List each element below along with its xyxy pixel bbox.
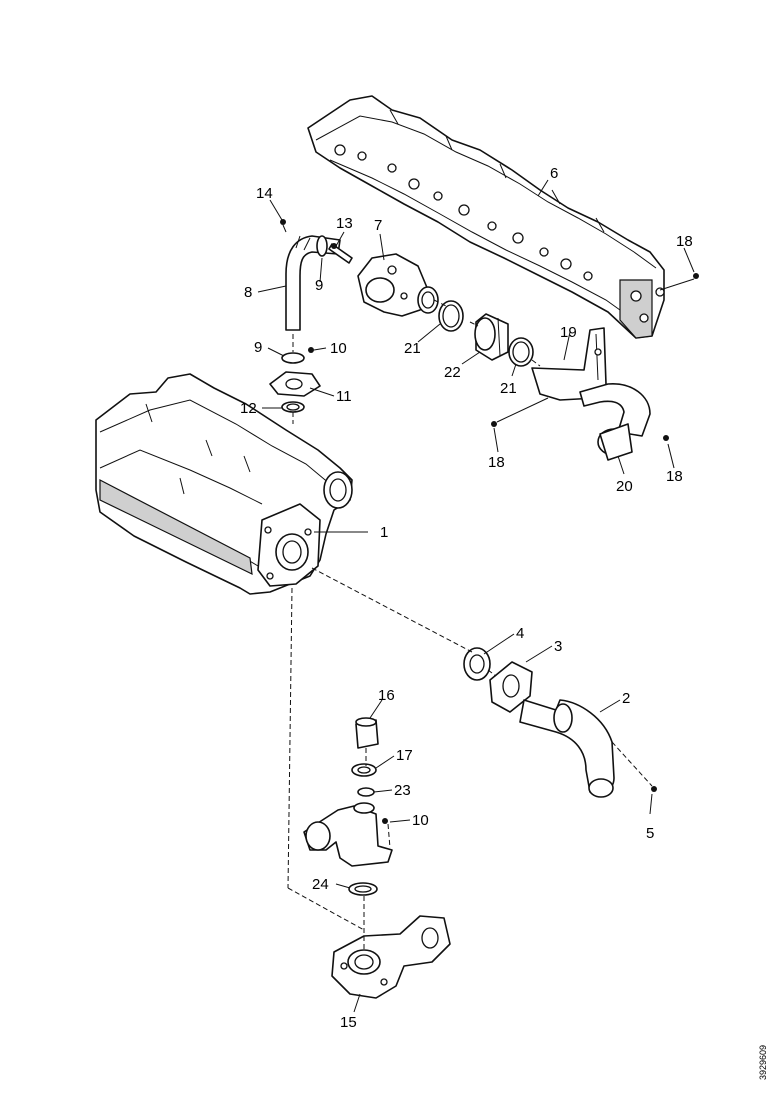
label-9-upper: 9 — [315, 277, 323, 294]
label-1: 1 — [380, 524, 388, 541]
thermostat-housing-part-7 — [357, 253, 439, 317]
flange-part-3 — [489, 661, 533, 713]
label-22: 22 — [444, 364, 461, 381]
label-7: 7 — [374, 217, 382, 234]
part-labels: 1 2 3 4 5 6 7 8 9 9 10 10 11 12 13 14 15… — [240, 165, 693, 1031]
pipe-part-2 — [519, 699, 615, 798]
flange-part-11 — [269, 371, 321, 397]
bolt-part-18-right — [663, 435, 669, 441]
label-4: 4 — [516, 625, 524, 642]
bolt-part-14 — [280, 219, 287, 233]
label-5: 5 — [646, 825, 654, 842]
gasket-part-12 — [281, 401, 305, 413]
label-15: 15 — [340, 1014, 357, 1031]
gasket-part-24 — [348, 882, 378, 896]
bolt-part-13 — [328, 243, 353, 264]
elbow-pipe-flange — [303, 802, 393, 867]
hose-clamp-part-9-upper — [316, 235, 328, 257]
ring-part-17 — [351, 763, 377, 777]
bolt-part-18-top — [659, 273, 699, 291]
reference-code: 3929609 — [758, 1045, 768, 1080]
bolt-part-10-lower — [382, 818, 388, 824]
bolt-part-18-left — [491, 397, 549, 427]
label-12: 12 — [240, 400, 257, 417]
pipe-elbow-part-20 — [579, 383, 651, 461]
label-11: 11 — [336, 388, 352, 405]
label-16: 16 — [378, 687, 395, 704]
manifold-part-6 — [307, 95, 665, 339]
seal-ring-part-21-left — [438, 300, 464, 332]
label-19: 19 — [560, 324, 577, 341]
label-21-right: 21 — [500, 380, 517, 397]
label-10-upper: 10 — [330, 340, 347, 357]
cap-part-16 — [355, 717, 379, 749]
label-3: 3 — [554, 638, 562, 655]
label-18-right: 18 — [666, 468, 683, 485]
seal-ring-part-21-right — [508, 337, 534, 367]
label-8: 8 — [244, 284, 252, 301]
bolt-part-5 — [651, 786, 657, 792]
adapter-housing-part-15 — [331, 915, 451, 999]
hose-clamp-part-9-lower — [281, 352, 305, 364]
label-6: 6 — [550, 165, 558, 182]
seal-part-23 — [357, 787, 375, 797]
leader-lines — [257, 179, 695, 1013]
assembly-dashed-lines — [287, 299, 653, 950]
label-23: 23 — [394, 782, 411, 799]
cooler-body-part-1 — [95, 373, 353, 595]
label-21-left: 21 — [404, 340, 421, 357]
label-10-lower: 10 — [412, 812, 429, 829]
label-18-left: 18 — [488, 454, 505, 471]
label-18-top: 18 — [676, 233, 693, 250]
label-20: 20 — [616, 478, 633, 495]
label-9-lower: 9 — [254, 339, 262, 356]
label-24: 24 — [312, 876, 329, 893]
label-13: 13 — [336, 215, 353, 232]
label-2: 2 — [622, 690, 630, 707]
sleeve-part-22 — [474, 313, 509, 361]
bolt-part-10-upper — [308, 347, 314, 353]
gasket-part-4 — [463, 647, 491, 681]
label-14: 14 — [256, 185, 273, 202]
label-17: 17 — [396, 747, 413, 764]
